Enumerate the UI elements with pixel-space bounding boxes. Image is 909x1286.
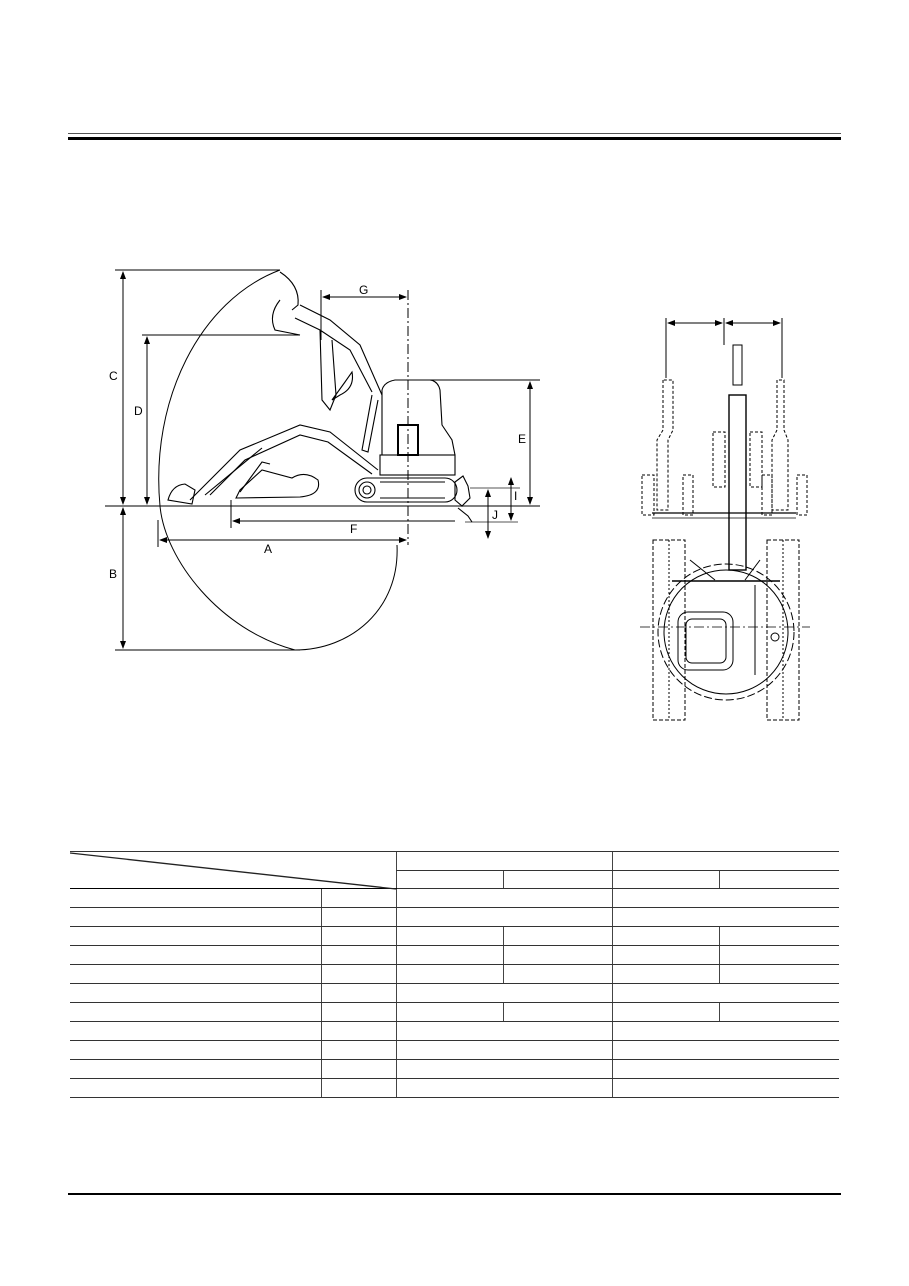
row-item — [70, 1059, 321, 1079]
spec-table — [70, 851, 839, 1098]
table-row — [70, 888, 839, 908]
row-value-1 — [395, 1021, 612, 1041]
header-rule-thin — [68, 133, 841, 134]
table-row — [70, 1078, 839, 1098]
table-row — [70, 1040, 839, 1060]
row-value-2a — [611, 926, 719, 946]
row-value-2 — [611, 1059, 839, 1079]
row-unit — [320, 964, 396, 984]
row-value-1 — [395, 888, 612, 908]
row-item — [70, 1021, 321, 1041]
row-unit — [320, 1059, 396, 1079]
row-value-2a — [611, 1002, 719, 1022]
row-value-1 — [395, 1078, 612, 1098]
row-value-2 — [611, 1040, 839, 1060]
table-row — [70, 983, 839, 1003]
label-I: I — [514, 489, 517, 503]
table-header-row-2 — [70, 870, 839, 889]
row-value-1a — [395, 945, 503, 965]
row-value-2 — [611, 1021, 839, 1041]
row-item — [70, 1040, 321, 1060]
row-value-2 — [611, 907, 839, 927]
side-view: C D B G E F A I J — [105, 269, 540, 651]
row-unit — [320, 888, 396, 908]
row-value-1a — [395, 926, 503, 946]
header-group-2 — [611, 851, 839, 871]
header-rule-thick — [68, 137, 841, 140]
diagonal-header-cell — [70, 851, 396, 890]
row-item — [70, 983, 321, 1003]
row-item — [70, 1078, 321, 1098]
header-sub-2b — [718, 870, 839, 889]
row-value-1b — [502, 1002, 612, 1022]
label-G: G — [359, 283, 368, 297]
row-value-1b — [502, 926, 612, 946]
row-unit — [320, 1002, 396, 1022]
table-row — [70, 1059, 839, 1079]
footer-rule — [68, 1193, 841, 1195]
row-unit — [320, 926, 396, 946]
table-row — [70, 1021, 839, 1041]
label-J: J — [492, 508, 498, 522]
row-unit — [320, 1021, 396, 1041]
row-unit — [320, 983, 396, 1003]
table-row — [70, 945, 839, 965]
table-row — [70, 1002, 839, 1022]
row-value-1a — [395, 964, 503, 984]
row-value-2b — [718, 1002, 839, 1022]
row-unit — [320, 1078, 396, 1098]
row-item — [70, 1002, 321, 1022]
row-value-2a — [611, 945, 719, 965]
row-value-1a — [395, 1002, 503, 1022]
top-view — [640, 318, 810, 721]
excavator-dimension-drawing: C D B G E F A I J — [105, 269, 810, 721]
row-unit — [320, 945, 396, 965]
label-D: D — [134, 404, 143, 418]
label-F: F — [350, 522, 357, 536]
row-item — [70, 907, 321, 927]
row-value-2 — [611, 1078, 839, 1098]
label-A: A — [264, 542, 272, 556]
header-sub-1a — [395, 870, 503, 889]
label-B: B — [109, 567, 117, 581]
table-row — [70, 907, 839, 927]
row-unit — [320, 907, 396, 927]
row-value-2b — [718, 945, 839, 965]
row-value-1 — [395, 907, 612, 927]
row-value-2b — [718, 926, 839, 946]
table-row — [70, 926, 839, 946]
row-item — [70, 926, 321, 946]
table-row — [70, 964, 839, 984]
row-value-2b — [718, 964, 839, 984]
row-value-2a — [611, 964, 719, 984]
header-sub-1b — [502, 870, 612, 889]
row-item — [70, 888, 321, 908]
row-value-2 — [611, 983, 839, 1003]
row-value-1b — [502, 945, 612, 965]
row-item — [70, 964, 321, 984]
row-item — [70, 945, 321, 965]
row-value-1 — [395, 1040, 612, 1060]
row-value-1 — [395, 1059, 612, 1079]
header-sub-2a — [611, 870, 719, 889]
diagonal-line — [70, 852, 396, 890]
table-header-row-1 — [70, 851, 839, 890]
label-C: C — [109, 369, 118, 383]
row-value-1b — [502, 964, 612, 984]
row-unit — [320, 1040, 396, 1060]
row-value-2 — [611, 888, 839, 908]
header-group-1 — [395, 851, 612, 871]
label-E: E — [518, 432, 526, 446]
row-value-1 — [395, 983, 612, 1003]
